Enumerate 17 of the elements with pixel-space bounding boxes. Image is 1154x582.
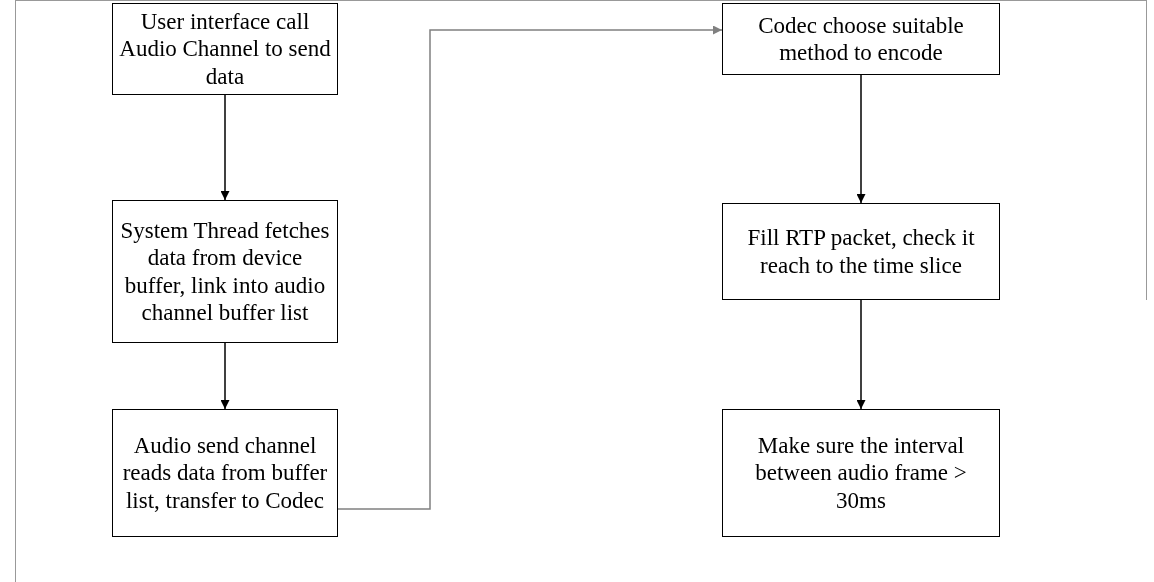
arrow	[856, 74, 866, 204]
arrow	[220, 342, 230, 410]
step-text: System Thread fetches data from device buffer, link into audio channel buffer list	[119, 217, 331, 326]
process-box	[112, 200, 338, 343]
step-text: Audio send channel reads data from buffer list, transfer to Codec	[121, 432, 329, 514]
step-text: User interface call Audio Channel to send data	[119, 8, 331, 90]
arrow	[856, 299, 866, 410]
step-text: Codec choose suitable method to encode	[757, 11, 965, 67]
arrow	[220, 94, 230, 201]
arrow	[337, 25, 723, 510]
step-text: Fill RTP packet, check it reach to the time slice	[746, 224, 976, 279]
step-text: Make sure the interval between audio frame > 30ms	[754, 432, 968, 514]
process-box	[722, 3, 1000, 75]
process-box	[722, 409, 1000, 537]
process-box	[112, 409, 338, 537]
process-box	[722, 203, 1000, 300]
process-box	[112, 3, 338, 95]
